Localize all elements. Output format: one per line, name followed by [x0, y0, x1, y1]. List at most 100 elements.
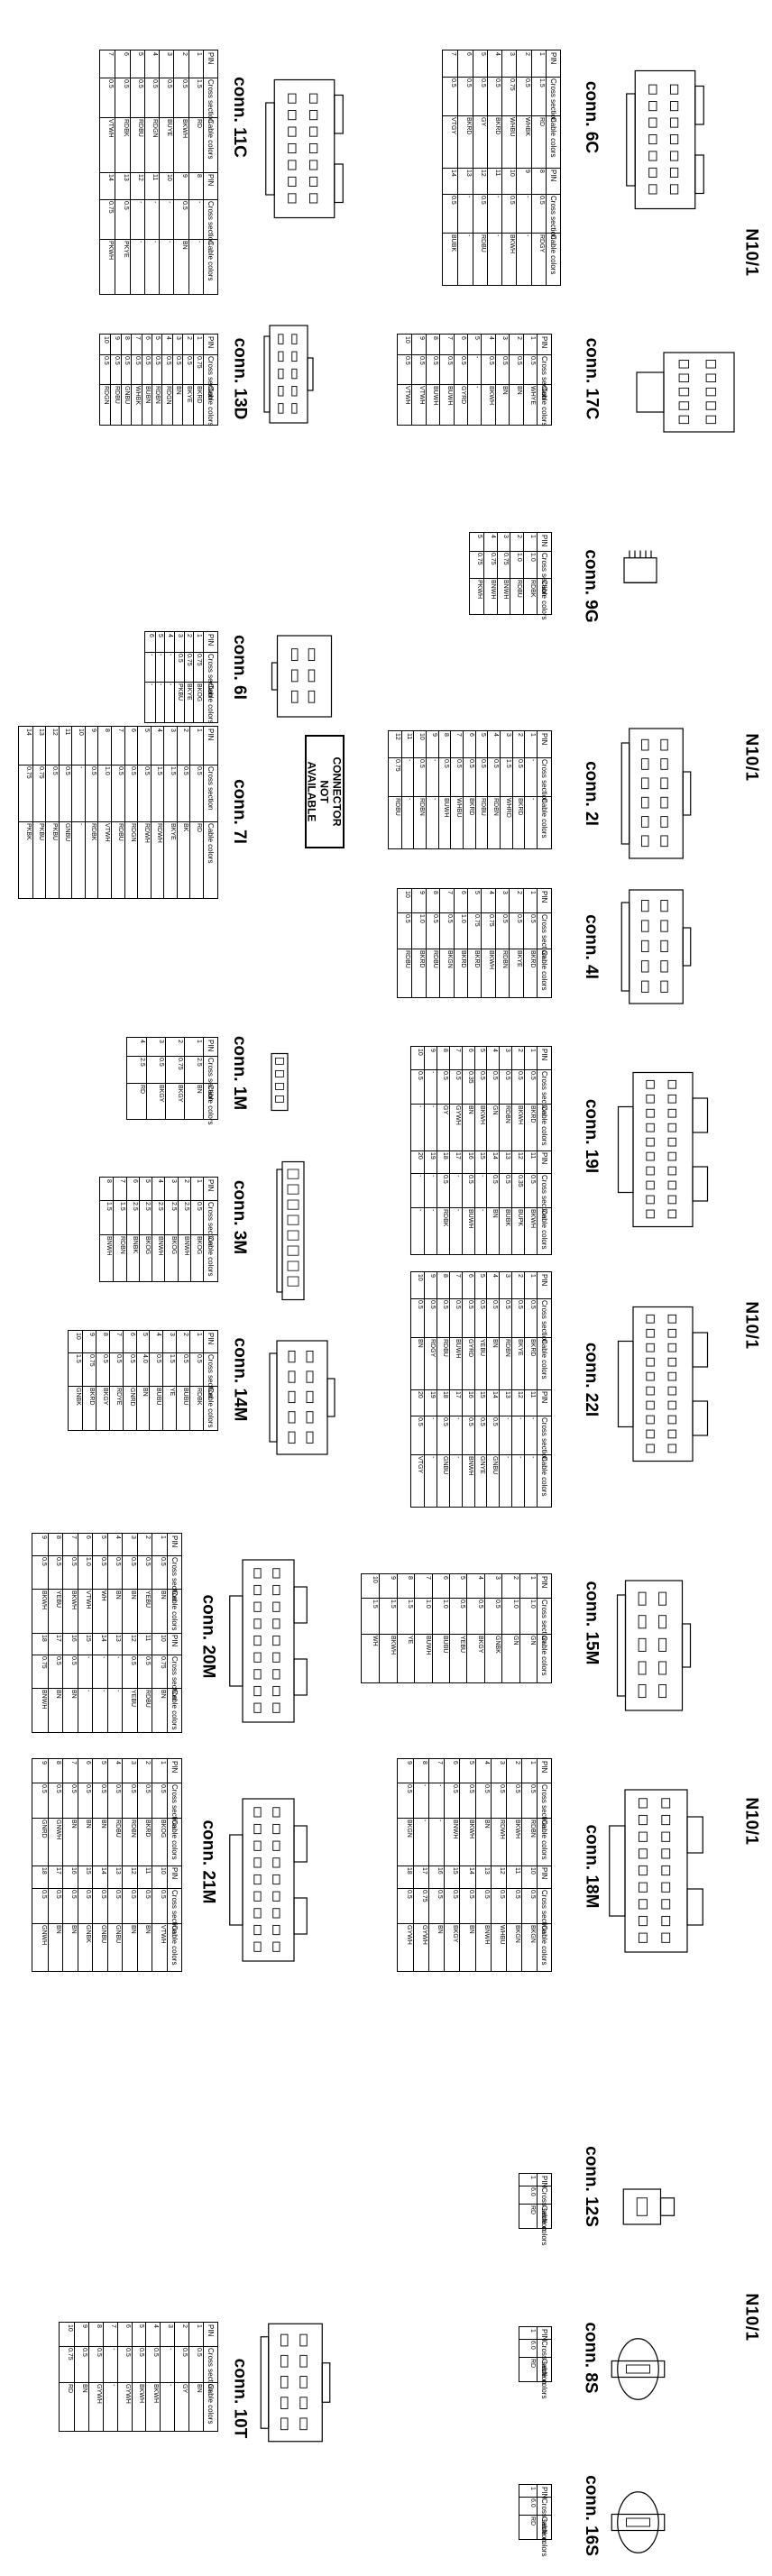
connector-drawing-21m — [229, 1798, 308, 1962]
table-cell: 2.5 — [139, 1057, 145, 1067]
table-cell: 0.5 — [144, 1557, 152, 1566]
table-row-divider — [444, 1865, 446, 1971]
table-row-divider — [47, 1865, 49, 1971]
table-field-divider — [389, 795, 551, 797]
table-cell: YEBU — [144, 1590, 152, 1608]
table-row-divider — [490, 1759, 492, 1866]
table-row-divider — [183, 632, 185, 722]
table-cell: 0.5 — [103, 356, 110, 365]
table-field-divider — [100, 1200, 217, 1202]
table-row-divider — [439, 335, 441, 425]
table-header-pin: PIN — [207, 1040, 215, 1052]
table-field-divider — [19, 820, 217, 822]
table-cell: 0.5 — [80, 2348, 87, 2358]
table-cell: 8 — [196, 174, 202, 178]
table-cell: 7 — [446, 891, 453, 894]
table-cell: 0.5 — [459, 1600, 466, 1609]
table-field-divider — [411, 1207, 551, 1209]
table-row-divider — [164, 1178, 166, 1281]
table-cell: BKGY — [158, 1084, 164, 1102]
table-cell: PKYE — [122, 241, 129, 258]
connector-not-available-box: CONNECTOR NOT AVAILABLE — [305, 735, 345, 848]
table-cell: GNBU — [115, 1925, 122, 1944]
table-row-divider — [448, 1389, 450, 1507]
table-cell: 0.5 — [129, 1557, 136, 1566]
table-row-divider — [400, 731, 402, 848]
table-cell: - — [167, 2384, 174, 2387]
table-cell: 13 — [115, 1635, 122, 1642]
table-cell: 0.5 — [101, 1354, 108, 1363]
table-cell: BN — [466, 1105, 473, 1114]
table-header-cable-colors: Cable colors — [207, 683, 215, 724]
table-cell: 4 — [482, 1761, 490, 1765]
table-cell: WHBK — [133, 386, 141, 405]
table-cell: BN — [144, 1925, 152, 1934]
table-header-cable-colors: Cable colors — [170, 1819, 179, 1860]
table-cell: 0.5 — [466, 1299, 473, 1309]
table-cell: 0.5 — [155, 1354, 162, 1363]
table-cell: 0.5 — [122, 200, 129, 210]
table-cell: 7 — [454, 1049, 461, 1052]
table-row-divider — [159, 50, 161, 172]
table-row-divider — [411, 889, 413, 997]
connector-title: conn. 16S — [577, 2457, 604, 2574]
table-cell: BN — [69, 1689, 77, 1699]
table-cell: 1.5 — [196, 78, 202, 88]
table-cell: BUBU — [442, 1636, 448, 1654]
table-row-divider — [113, 1178, 115, 1281]
table-cell: BKRD — [196, 386, 202, 404]
table-row-divider — [413, 1759, 415, 1866]
table-cell: 9 — [523, 170, 530, 173]
table-cell: 3 — [167, 2324, 174, 2328]
table-row-divider — [108, 1331, 110, 1430]
table-field-divider — [362, 1634, 551, 1635]
table-cell: 13 — [122, 174, 129, 181]
table-cell: 7 — [109, 2324, 116, 2328]
table-row-divider — [62, 1759, 64, 1866]
table-header-pin: PIN — [207, 1179, 215, 1192]
table-cell: 6.0 — [529, 2187, 536, 2196]
table-cell: 0.5 — [432, 356, 439, 365]
table-cell: - — [416, 1105, 423, 1108]
table-cell: RDBU — [479, 234, 486, 252]
table-cell: 10 — [416, 1274, 423, 1281]
table-cell: 10 — [372, 1576, 379, 1583]
table-cell: 4 — [489, 535, 496, 538]
table-header-pin: PIN — [207, 174, 215, 187]
table-cell: BKOG — [144, 1236, 151, 1255]
table-cell: 1 — [196, 1040, 202, 1043]
table-cell: 0.5 — [529, 1175, 536, 1185]
table-cell: - — [529, 797, 536, 800]
table-row-divider — [501, 1574, 503, 1682]
table-cell: 0.75 — [87, 1354, 95, 1367]
table-cell: GYWH — [454, 1105, 461, 1126]
table-cell: RDBN — [504, 1105, 511, 1124]
table-cell: 6 — [131, 1179, 138, 1183]
table-cell: BN — [196, 1084, 202, 1094]
table-cell: BN — [196, 2384, 202, 2393]
table-cell: 6 — [128, 1333, 135, 1336]
table-cell: 0.5 — [494, 78, 501, 87]
table-field-divider — [411, 1173, 551, 1175]
table-cell: 0.5 — [136, 78, 143, 88]
table-cell: - — [479, 1209, 486, 1212]
connector-title: conn. 2I — [577, 735, 604, 852]
table-cell: BKWH — [180, 119, 188, 139]
table-row-divider — [450, 731, 452, 848]
table-cell: BNWH — [157, 1236, 164, 1256]
connector-title-text: conn. 8S — [582, 2322, 601, 2394]
table-row-divider — [122, 1865, 124, 1971]
table-cell: 0.5 — [144, 1783, 152, 1793]
table-row-divider — [461, 1150, 463, 1254]
table-row-divider — [530, 50, 532, 168]
table-cell: PKBU — [51, 822, 58, 840]
table-cell: 5 — [479, 1049, 486, 1052]
table-cell: 0.5 — [460, 356, 466, 365]
table-cell: 16 — [437, 1866, 444, 1875]
table-cell: BKGY — [476, 1636, 483, 1654]
table-header-pin: PIN — [540, 1152, 548, 1165]
table-cell: WHRD — [504, 797, 511, 818]
table-field-divider — [411, 1336, 551, 1338]
